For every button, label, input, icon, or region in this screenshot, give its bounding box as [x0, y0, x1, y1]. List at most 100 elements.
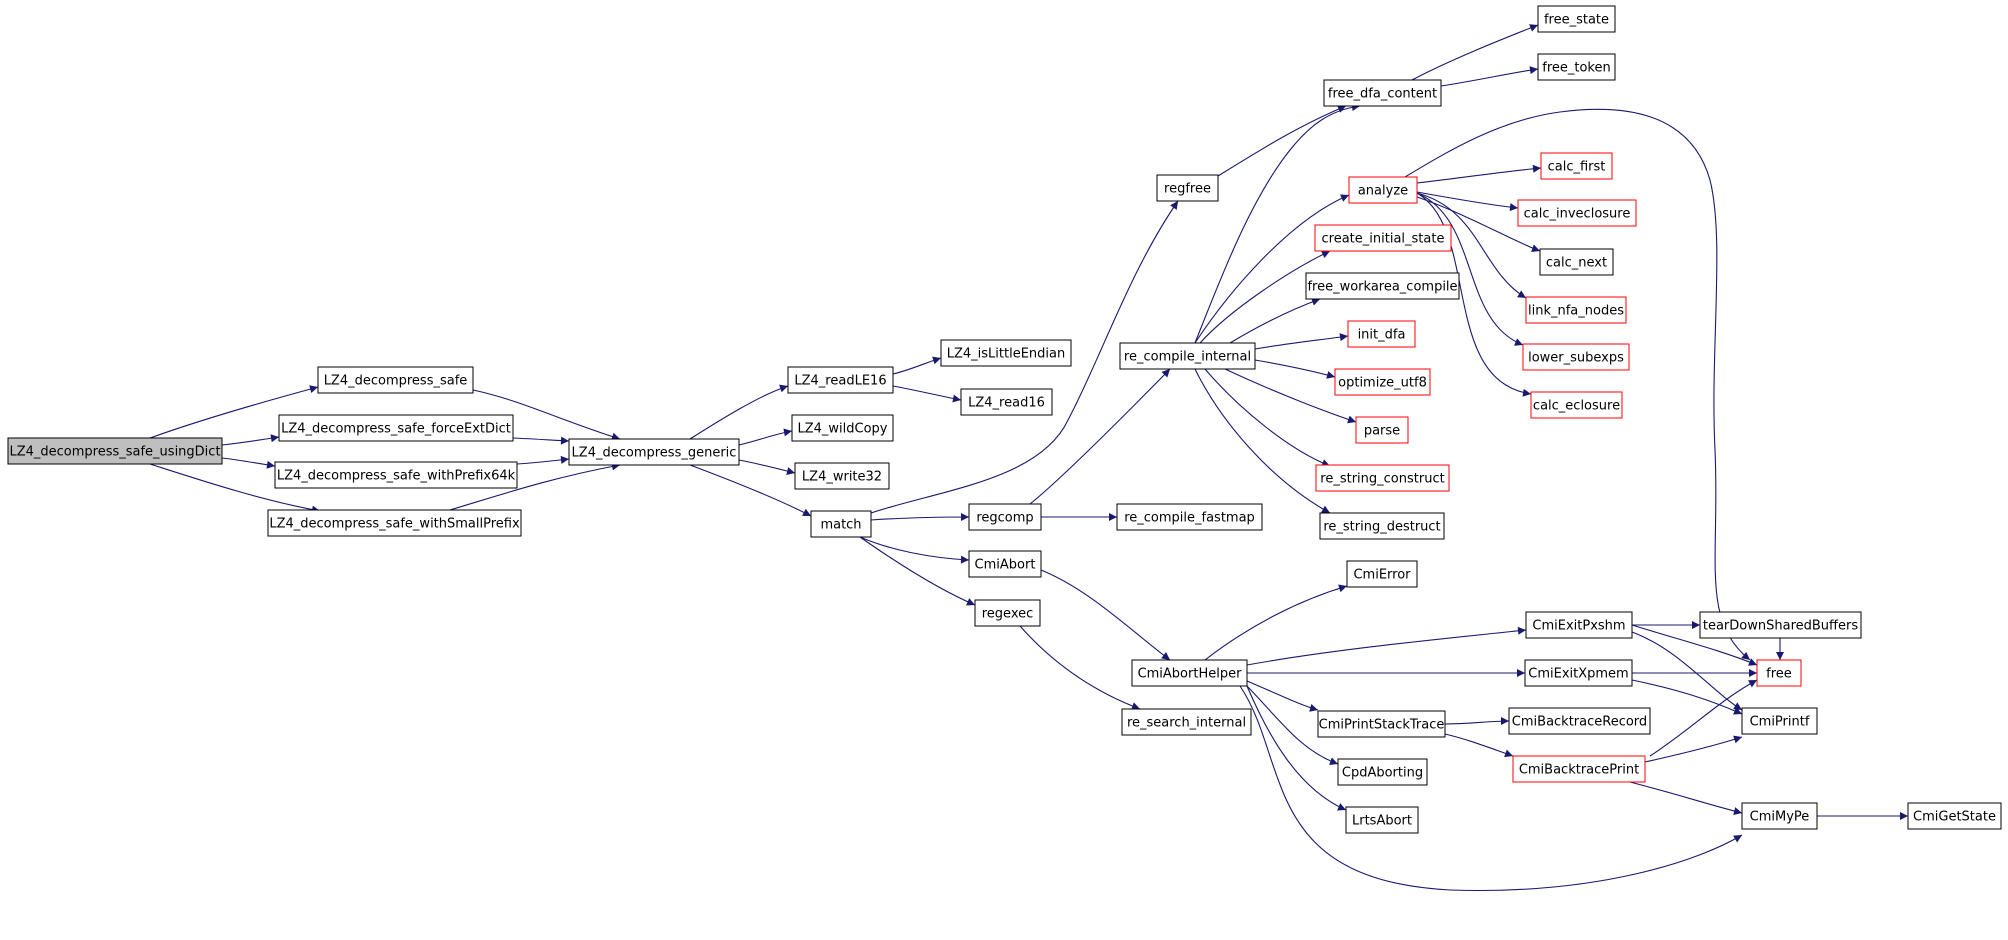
node-box — [1346, 560, 1418, 588]
node-label: CmiAbortHelper — [1138, 667, 1243, 682]
node-regfree[interactable]: regfree — [1156, 174, 1219, 202]
node-teardownsharedbuffers[interactable]: tearDownSharedBuffers — [1699, 611, 1862, 639]
node-lz4-read16[interactable]: LZ4_read16 — [960, 388, 1053, 416]
call-edge — [1239, 685, 1743, 892]
node-cmiprintf[interactable]: CmiPrintf — [1741, 707, 1818, 735]
node-label: CmiPrintf — [1750, 715, 1810, 730]
node-label: link_nfa_nodes — [1528, 304, 1624, 319]
node-box — [1537, 5, 1616, 33]
nodes-layer: LZ4_decompress_safe_usingDictLZ4_decompr… — [7, 5, 2002, 834]
node-lz4-write32[interactable]: LZ4_write32 — [794, 462, 890, 490]
call-edge — [512, 436, 570, 445]
call-edge — [1416, 191, 1519, 212]
node-cmigetstate[interactable]: CmiGetState — [1907, 802, 2002, 830]
node-link-nfa-nodes[interactable]: link_nfa_nodes — [1525, 296, 1627, 324]
node-lower-subexps[interactable]: lower_subexps — [1522, 343, 1630, 371]
node-box — [1345, 806, 1419, 834]
node-re-compile-fastmap[interactable]: re_compile_fastmap — [1116, 503, 1263, 531]
node-calc-inveclosure[interactable]: calc_inveclosure — [1517, 199, 1637, 227]
node-free-state[interactable]: free_state — [1537, 5, 1616, 33]
node-label: LZ4_decompress_safe_withSmallPrefix — [269, 517, 520, 532]
node-label: CmiBacktraceRecord — [1512, 715, 1647, 730]
node-label: parse — [1364, 424, 1400, 439]
call-edge — [1416, 192, 1524, 346]
call-edge — [1199, 250, 1331, 344]
call-edge — [1194, 368, 1331, 514]
node-box — [1537, 53, 1616, 81]
node-analyze[interactable]: analyze — [1348, 176, 1418, 204]
node-cmiexitxpmem[interactable]: CmiExitXpmem — [1524, 659, 1633, 687]
node-create-initial-state[interactable]: create_initial_state — [1314, 224, 1452, 252]
node-box — [791, 414, 894, 442]
node-box — [1119, 342, 1256, 370]
node-lz4-decompress-safe-withsmallprefix[interactable]: LZ4_decompress_safe_withSmallPrefix — [267, 509, 522, 537]
node-init-dfa[interactable]: init_dfa — [1347, 320, 1416, 348]
node-calc-first[interactable]: calc_first — [1540, 152, 1613, 180]
node-box — [1116, 503, 1263, 531]
node-cmiaborthelper[interactable]: CmiAbortHelper — [1131, 659, 1248, 687]
call-edge — [689, 464, 812, 517]
node-box — [1517, 199, 1637, 227]
node-cmiabort[interactable]: CmiAbort — [968, 550, 1042, 578]
node-label: free_state — [1544, 13, 1609, 28]
node-box — [317, 366, 474, 394]
node-free-token[interactable]: free_token — [1537, 53, 1616, 81]
node-lz4-decompress-generic[interactable]: LZ4_decompress_generic — [568, 438, 740, 466]
node-parse[interactable]: parse — [1355, 416, 1409, 444]
node-box — [940, 339, 1072, 367]
node-label: calc_first — [1548, 160, 1606, 175]
node-box — [974, 599, 1041, 627]
node-re-compile-internal[interactable]: re_compile_internal — [1119, 342, 1256, 370]
node-lrtsabort[interactable]: LrtsAbort — [1345, 806, 1419, 834]
node-label: LZ4_decompress_safe_withPrefix64k — [277, 469, 516, 484]
node-lz4-decompress-safe-withprefix64k[interactable]: LZ4_decompress_safe_withPrefix64k — [274, 461, 518, 489]
node-cmimype[interactable]: CmiMyPe — [1741, 802, 1818, 830]
call-edge — [1254, 333, 1349, 350]
node-lz4-decompress-safe-forceextdict[interactable]: LZ4_decompress_safe_forceExtDict — [278, 414, 514, 442]
node-lz4-readle16[interactable]: LZ4_readLE16 — [787, 366, 894, 394]
node-re-search-internal[interactable]: re_search_internal — [1121, 708, 1252, 736]
node-cmibacktracerecord[interactable]: CmiBacktraceRecord — [1508, 707, 1651, 735]
node-calc-eclosure[interactable]: calc_eclosure — [1530, 391, 1623, 419]
node-lz4-decompress-safe-usingdict[interactable]: LZ4_decompress_safe_usingDict — [7, 437, 223, 465]
node-box — [1131, 659, 1248, 687]
node-label: LrtsAbort — [1352, 814, 1412, 829]
call-edge — [149, 463, 321, 514]
node-lz4-wildcopy[interactable]: LZ4_wildCopy — [791, 414, 894, 442]
node-box — [968, 503, 1042, 531]
call-edge — [1631, 631, 1743, 711]
node-free[interactable]: free — [1756, 659, 1802, 687]
node-box — [1512, 755, 1646, 783]
node-regcomp[interactable]: regcomp — [968, 503, 1042, 531]
call-edge — [221, 434, 280, 446]
node-cmiprintstacktrace[interactable]: CmiPrintStackTrace — [1317, 710, 1446, 738]
node-match[interactable]: match — [810, 510, 872, 538]
call-edge — [149, 385, 319, 439]
node-cmiexitpxshm[interactable]: CmiExitPxshm — [1525, 611, 1633, 639]
call-edge — [1194, 194, 1350, 344]
node-calc-next[interactable]: calc_next — [1539, 248, 1614, 276]
node-regexec[interactable]: regexec — [974, 599, 1041, 627]
node-box — [7, 437, 223, 465]
node-label: CpdAborting — [1342, 766, 1423, 781]
node-cpdaborting[interactable]: CpdAborting — [1337, 758, 1428, 786]
node-re-string-construct[interactable]: re_string_construct — [1315, 464, 1450, 492]
call-edge — [1229, 297, 1321, 344]
node-cmierror[interactable]: CmiError — [1346, 560, 1418, 588]
node-free-workarea-compile[interactable]: free_workarea_compile — [1305, 272, 1460, 300]
node-re-string-destruct[interactable]: re_string_destruct — [1319, 512, 1445, 540]
node-label: match — [820, 518, 861, 533]
node-free-dfa-content[interactable]: free_dfa_content — [1323, 79, 1442, 107]
node-label: regfree — [1164, 182, 1211, 197]
call-edge — [738, 428, 793, 446]
node-label: LZ4_wildCopy — [797, 422, 887, 437]
call-edge — [1246, 680, 1319, 712]
call-edge — [1204, 584, 1348, 661]
node-label: LZ4_decompress_safe_forceExtDict — [281, 422, 511, 437]
node-cmibacktraceprint[interactable]: CmiBacktracePrint — [1512, 755, 1646, 783]
node-box — [1334, 368, 1431, 396]
node-optimize-utf8[interactable]: optimize_utf8 — [1334, 368, 1431, 396]
node-label: calc_eclosure — [1533, 399, 1620, 414]
node-lz4-islittleendian[interactable]: LZ4_isLittleEndian — [940, 339, 1072, 367]
node-lz4-decompress-safe[interactable]: LZ4_decompress_safe — [317, 366, 474, 394]
